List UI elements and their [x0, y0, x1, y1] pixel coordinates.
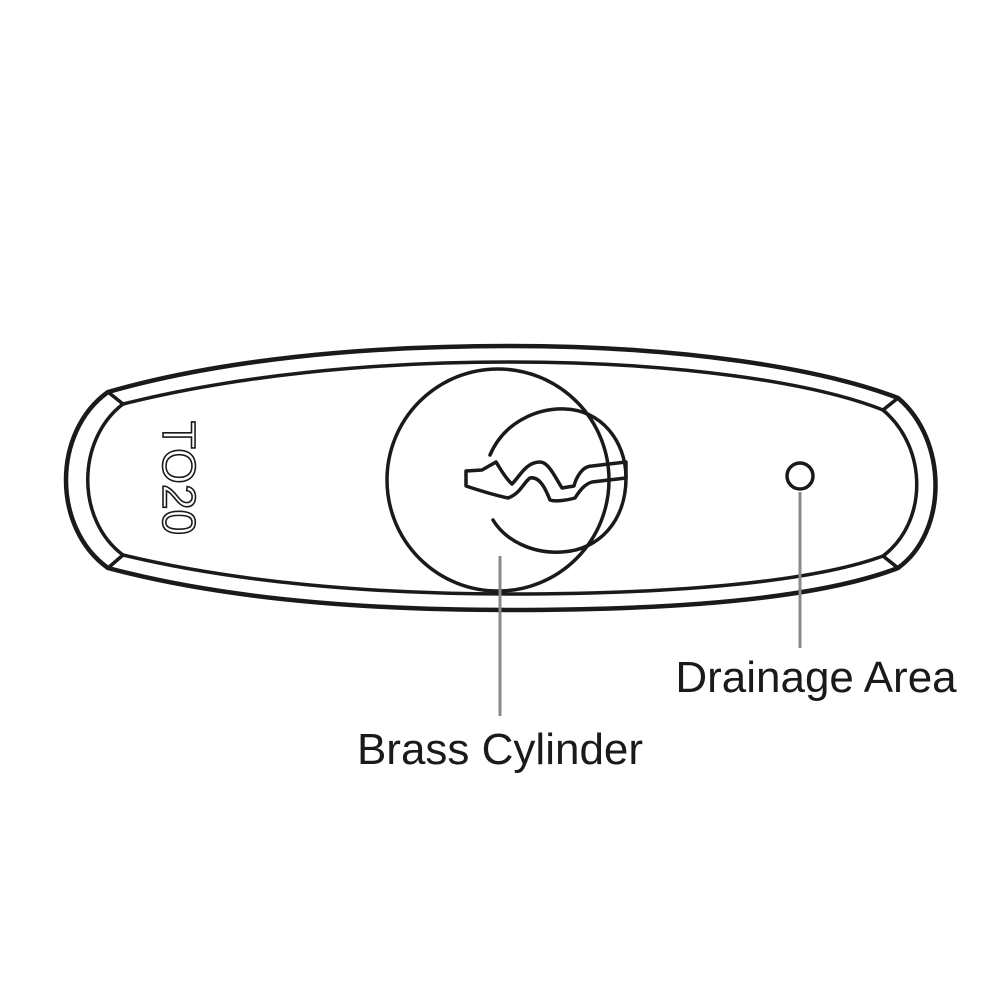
bevel-corner-br: [881, 554, 900, 570]
brass-cylinder-label: Brass Cylinder: [357, 725, 643, 774]
keyway-slot: [464, 460, 628, 503]
bevel-corner-tl: [106, 390, 125, 406]
bevel-corner-tr: [881, 396, 900, 412]
faceplate-inner-outline: [86, 360, 919, 596]
bevel-corner-bl: [106, 553, 125, 570]
drainage-area-label: Drainage Area: [675, 653, 957, 702]
model-engraving: TO20: [153, 421, 205, 535]
drainage-hole: [785, 461, 815, 491]
